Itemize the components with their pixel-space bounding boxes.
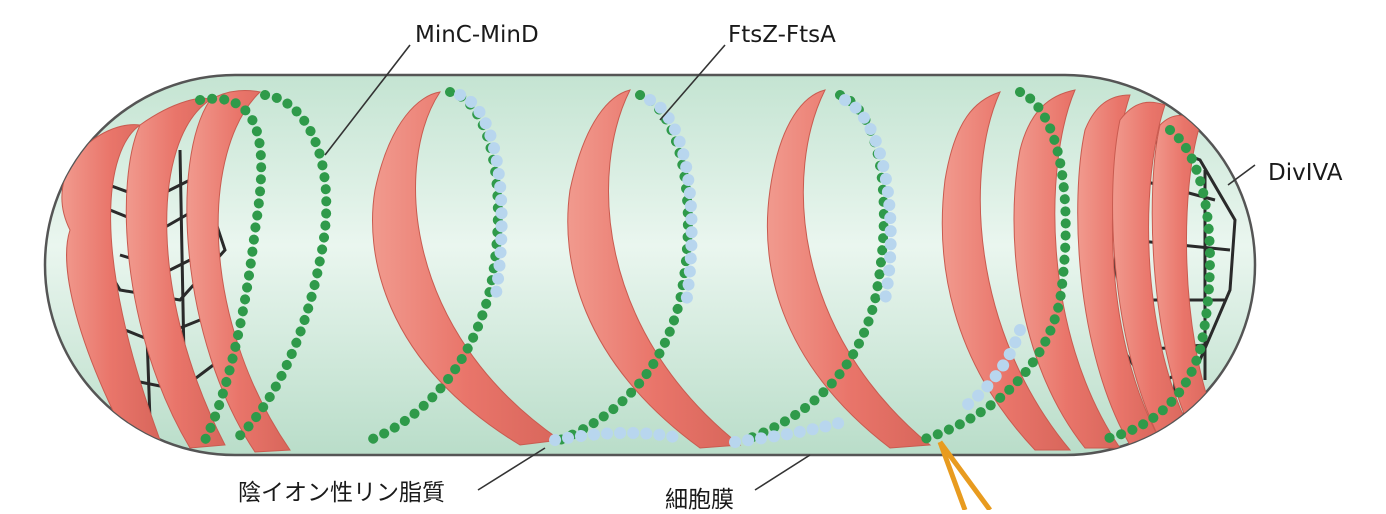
label-minc-mind: MinC-MinD [415, 22, 539, 48]
leader-lines [324, 44, 1256, 491]
leader-anionic-lipid [477, 447, 546, 491]
leader-cell-membrane [754, 454, 811, 491]
orange-callout-lines [937, 440, 993, 510]
leader-divIVA [1227, 164, 1256, 186]
leader-ftsz-ftsa [659, 44, 726, 121]
label-cell-membrane: 細胞膜 [665, 487, 734, 513]
label-anionic-lipid: 陰イオン性リン脂質 [238, 480, 445, 506]
blue-bead-strands [454, 89, 1026, 448]
leader-minc-mind [324, 44, 411, 156]
label-ftsz-ftsa: FtsZ-FtsA [728, 22, 836, 48]
label-divIVA: DivIVA [1268, 160, 1343, 186]
